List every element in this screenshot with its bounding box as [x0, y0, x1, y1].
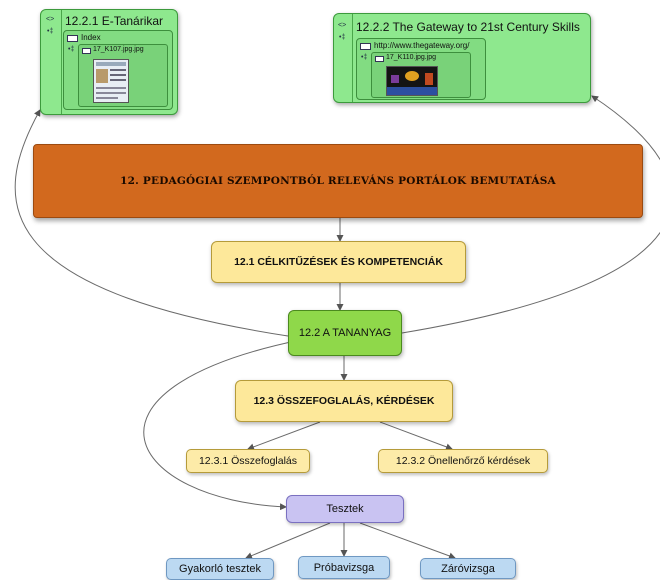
- image-file-icon: [82, 48, 91, 54]
- sub-card-url[interactable]: http://www.thegateway.org/ •‡ 17_K110.jp…: [356, 38, 486, 100]
- thumb-label: 17_K110.jpg.jpg: [386, 54, 437, 61]
- image-file-icon: [375, 56, 384, 62]
- node-material[interactable]: 12.2 A TANANYAG: [288, 310, 402, 356]
- link-summary-summarysub: [247, 421, 321, 451]
- webpage-thumbnail[interactable]: [93, 59, 129, 103]
- link-tests-practice: [245, 522, 331, 559]
- bullet-icon: •‡: [339, 34, 346, 41]
- node-selfcheck-label: 12.3.2 Önellenőrző kérdések: [395, 455, 531, 467]
- card-gutter: [334, 14, 353, 102]
- link-summary-selfcheck: [379, 421, 453, 451]
- node-summary[interactable]: 12.3 ÖSSZEFOGLALÁS, KÉRDÉSEK: [235, 380, 453, 422]
- webpage-thumbnail[interactable]: [386, 66, 438, 96]
- card-gateway[interactable]: <> •‡ 12.2.2 The Gateway to 21st Century…: [333, 13, 591, 103]
- bullet-icon: •‡: [361, 54, 368, 61]
- node-tests-label: Tesztek: [326, 503, 364, 515]
- sub-card-label: http://www.thegateway.org/: [374, 41, 470, 50]
- node-tests[interactable]: Tesztek: [286, 495, 404, 523]
- main-topic[interactable]: 12. PEDAGÓGIAI SZEMPONTBÓL RELEVÁNS PORT…: [33, 144, 643, 218]
- link-material-rightcard: [401, 95, 660, 334]
- image-card[interactable]: 17_K107.jpg.jpg: [78, 44, 168, 107]
- expand-icon[interactable]: <>: [338, 22, 347, 29]
- node-summary-sub-label: 12.3.1 Összefoglalás: [198, 455, 298, 467]
- link-material-tests: [143, 339, 301, 511]
- node-final-exam[interactable]: Záróvizsga: [420, 558, 516, 579]
- node-goals-label: 12.1 CÉLKITŰZÉSEK ÉS KOMPETENCIÁK: [234, 256, 443, 268]
- bullet-icon: •‡: [68, 46, 75, 53]
- card-title: 12.2.1 E-Tanárikar: [65, 14, 164, 28]
- node-selfcheck[interactable]: 12.3.2 Önellenőrző kérdések: [378, 449, 548, 473]
- document-icon: [360, 43, 371, 50]
- card-title: 12.2.2 The Gateway to 21st Century Skill…: [356, 20, 580, 34]
- main-topic-label: 12. PEDAGÓGIAI SZEMPONTBÓL RELEVÁNS PORT…: [120, 175, 556, 187]
- node-practice-tests[interactable]: Gyakorló tesztek: [166, 558, 274, 580]
- thumb-label: 17_K107.jpg.jpg: [93, 46, 144, 53]
- link-tests-final: [359, 522, 456, 560]
- node-trial-exam[interactable]: Próbavizsga: [298, 556, 390, 579]
- node-practice-tests-label: Gyakorló tesztek: [179, 563, 261, 575]
- sub-card-index[interactable]: Index •‡ 17_K107.jpg.jpg: [63, 30, 173, 110]
- sub-card-label: Index: [81, 33, 101, 42]
- node-final-exam-label: Záróvizsga: [441, 562, 495, 575]
- node-summary-label: 12.3 ÖSSZEFOGLALÁS, KÉRDÉSEK: [253, 395, 435, 407]
- node-goals[interactable]: 12.1 CÉLKITŰZÉSEK ÉS KOMPETENCIÁK: [211, 241, 466, 283]
- card-gutter: [41, 10, 62, 114]
- node-trial-exam-label: Próbavizsga: [313, 561, 375, 574]
- link-material-leftcard: [14, 109, 289, 337]
- document-icon: [67, 35, 78, 42]
- bullet-icon: •‡: [47, 28, 54, 35]
- node-material-label: 12.2 A TANANYAG: [298, 327, 392, 339]
- card-etanarikar[interactable]: <> •‡ 12.2.1 E-Tanárikar Index •‡ 17_K10…: [40, 9, 178, 115]
- expand-icon[interactable]: <>: [46, 16, 55, 23]
- image-card[interactable]: 17_K110.jpg.jpg: [371, 52, 471, 98]
- node-summary-sub[interactable]: 12.3.1 Összefoglalás: [186, 449, 310, 473]
